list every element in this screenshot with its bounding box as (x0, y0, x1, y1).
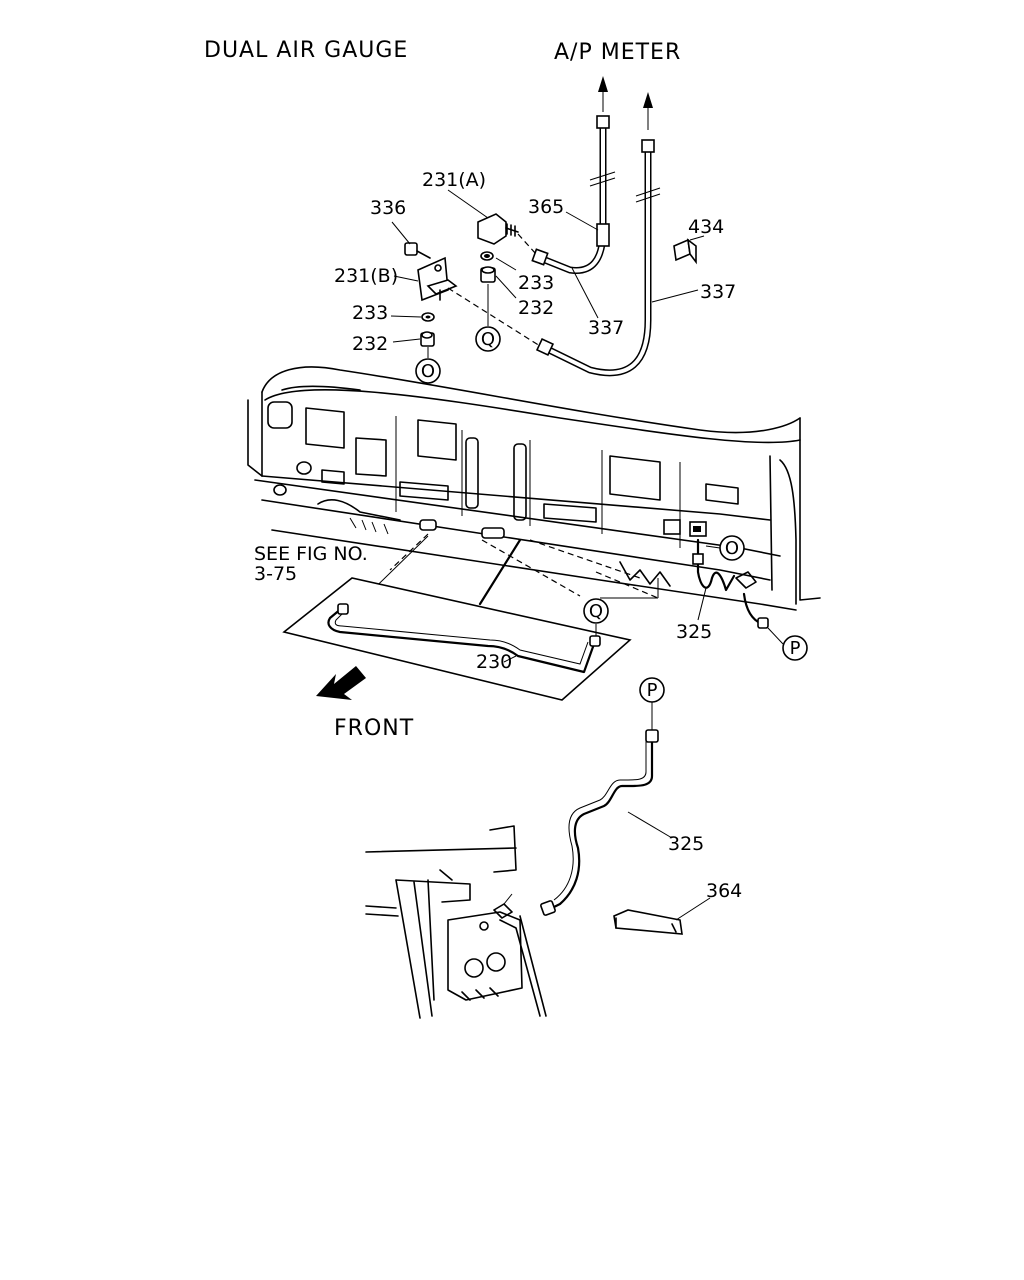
connector-o-panel: O (719, 535, 745, 561)
callout-231a: 231(A) (422, 169, 486, 191)
front-arrow-icon (316, 666, 366, 700)
note-fig-number: 3-75 (254, 563, 297, 585)
svg-text:Q: Q (481, 329, 495, 350)
washer-233-upper (480, 251, 494, 261)
title-dual-air-gauge: DUAL AIR GAUGE (204, 38, 408, 63)
callout-365: 365 (528, 196, 564, 218)
connector-p-panel: P (782, 635, 808, 661)
callout-336: 336 (370, 197, 406, 219)
callout-231b: 231(B) (334, 265, 398, 287)
callout-364: 364 (706, 880, 742, 902)
dashboard-panel (247, 366, 821, 611)
bracket-231b (417, 256, 458, 302)
svg-text:O: O (725, 538, 739, 559)
callout-232-lower: 232 (352, 333, 388, 355)
chassis-frame (365, 825, 547, 1019)
arrow-up-icon (598, 76, 608, 112)
callout-337-inner: 337 (588, 317, 624, 339)
part-364 (613, 909, 683, 935)
callout-230: 230 (476, 651, 512, 673)
callout-434: 434 (688, 216, 724, 238)
callout-233-lower: 233 (352, 302, 388, 324)
callout-325-lower: 325 (668, 833, 704, 855)
note-see-fig: SEE FIG NO. (254, 543, 368, 565)
meter-pipes (531, 76, 661, 377)
pipe-325-lower (540, 729, 659, 916)
connector-p-lower: P (639, 677, 665, 703)
svg-text:Q: Q (589, 601, 603, 622)
fitting-231a (477, 213, 537, 255)
arrow-up-icon (643, 92, 653, 130)
callout-325-upper: 325 (676, 621, 712, 643)
connector-o-top: O (415, 358, 441, 384)
washer-233-lower (421, 312, 435, 322)
title-ap-meter: A/P METER (554, 40, 681, 65)
tube-230-inset (282, 577, 632, 701)
connector-q-top: Q (475, 326, 501, 352)
bolt-336 (404, 242, 431, 259)
svg-text:P: P (647, 680, 658, 701)
nut-232-lower (420, 331, 435, 347)
nut-232-upper (480, 266, 496, 283)
clip-434 (673, 238, 697, 265)
pipe-325-panel (692, 538, 769, 629)
callout-232-upper: 232 (518, 297, 554, 319)
svg-text:O: O (421, 361, 435, 382)
connector-q-panel: Q (583, 598, 609, 624)
front-label: FRONT (334, 716, 414, 741)
svg-text:P: P (790, 638, 801, 659)
callout-233-upper: 233 (518, 272, 554, 294)
callout-337-outer: 337 (700, 281, 736, 303)
